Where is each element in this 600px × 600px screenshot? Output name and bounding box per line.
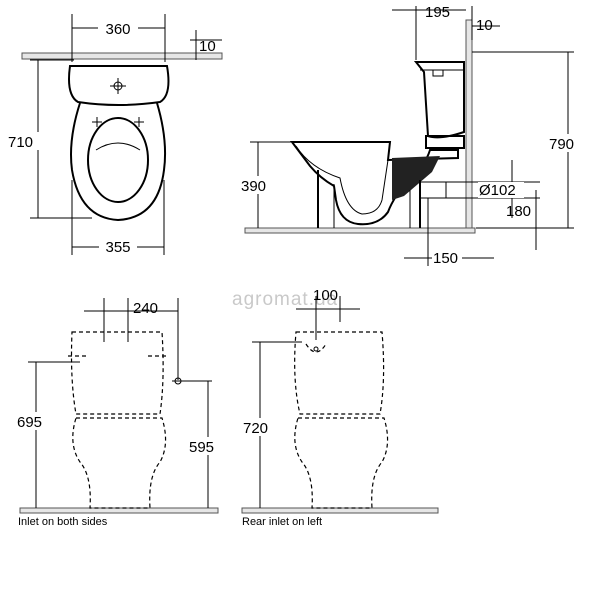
floor-both — [19, 507, 219, 514]
dim-10-side: 10 — [476, 17, 493, 34]
rear-inlet-icon — [305, 343, 327, 353]
dim-240: 240 — [133, 300, 158, 317]
dim-355: 355 — [105, 239, 130, 256]
front-view-both-sides: 240 695 595 Inlet on both sides — [16, 298, 224, 528]
bowl-dashed — [72, 417, 167, 509]
tank-lid-outline — [68, 65, 170, 106]
trapway-hatch — [392, 156, 440, 200]
dim-790: 790 — [549, 136, 574, 153]
caption-both-sides: Inlet on both sides — [18, 516, 108, 528]
tank-outline — [413, 61, 465, 139]
seat-opening — [87, 117, 149, 203]
tank-dashed-rear — [294, 331, 385, 415]
bowl-dashed-rear — [294, 417, 389, 509]
watermark-text: agromat.ua — [232, 289, 338, 310]
caption-rear-inlet: Rear inlet on left — [242, 516, 322, 528]
wall-strip — [21, 52, 223, 60]
top-view: 360 10 710 355 — [8, 14, 223, 256]
dim-195: 195 — [425, 4, 450, 21]
dim-710: 710 — [8, 134, 33, 151]
dim-390: 390 — [241, 178, 266, 195]
outlet-pipe — [419, 181, 447, 199]
dim-150: 150 — [433, 250, 458, 267]
bowl-outline — [70, 102, 167, 222]
dim-100: 100 — [313, 287, 338, 304]
dim-360: 360 — [105, 21, 130, 38]
dim-695: 695 — [17, 414, 42, 431]
floor — [244, 227, 476, 234]
dim-180: 180 — [506, 203, 531, 220]
dim-720: 720 — [243, 420, 268, 437]
dim-102: Ø102 — [479, 182, 516, 199]
dim-10-top: 10 — [199, 38, 216, 55]
front-view-rear-inlet: 100 720 Rear inlet on left — [241, 287, 439, 528]
bowl-profile — [290, 141, 459, 226]
side-view: 195 10 790 390 Ø102 180 150 — [240, 4, 588, 267]
floor-rear — [241, 507, 439, 514]
tank-dashed — [70, 331, 164, 415]
dim-595: 595 — [189, 439, 214, 456]
